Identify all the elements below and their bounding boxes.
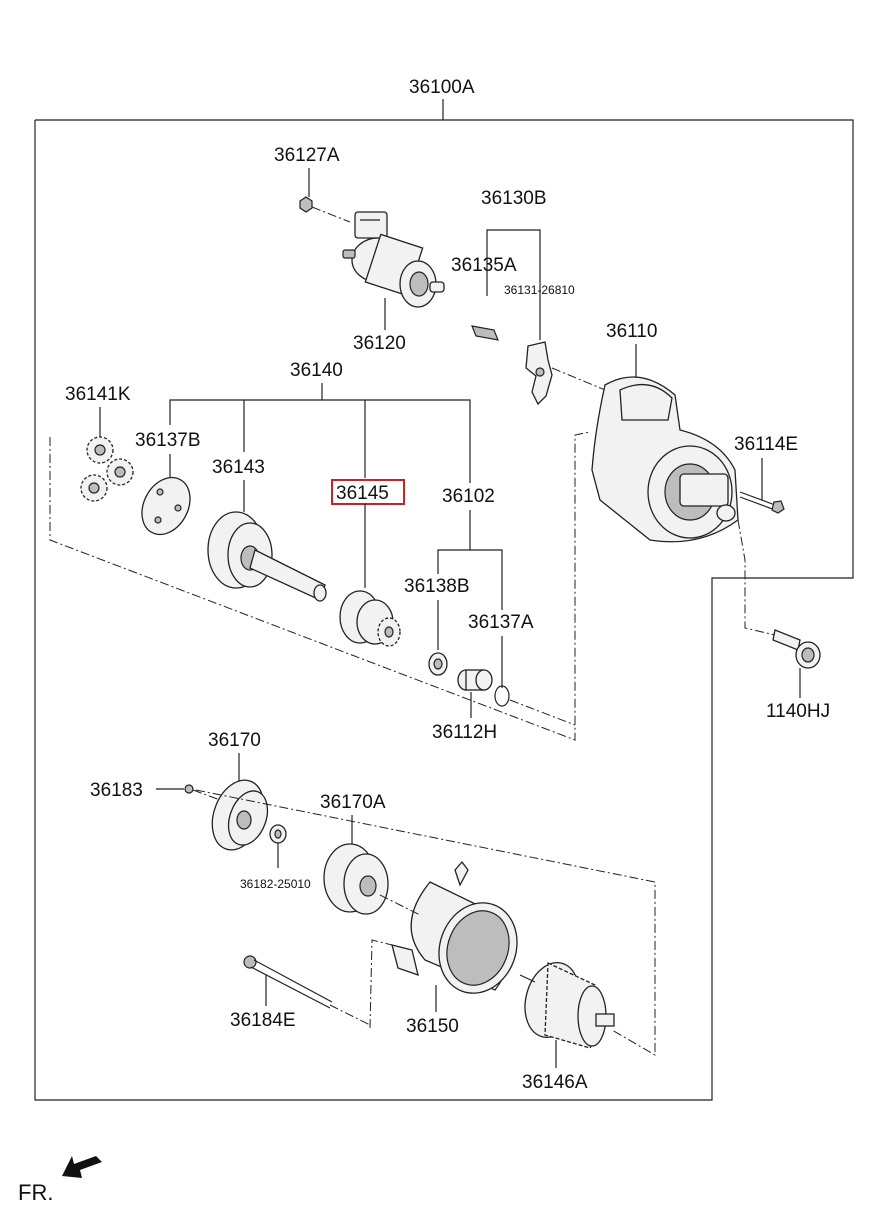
yoke-part xyxy=(391,860,518,994)
small-bolt-part xyxy=(299,196,351,223)
label-36146A[interactable]: 36146A xyxy=(522,1072,588,1093)
label-36114E[interactable]: 36114E xyxy=(734,434,798,455)
label-36170A[interactable]: 36170A xyxy=(320,792,386,813)
highlight-box xyxy=(331,479,405,505)
armature-part xyxy=(519,961,615,1049)
bracket-36140 xyxy=(169,399,471,483)
planetary-gears-part xyxy=(80,436,134,502)
dash-ring xyxy=(509,699,576,726)
mount-bolt-part xyxy=(772,629,821,669)
direction-label: FR. xyxy=(18,1180,53,1205)
dash-frame-drive xyxy=(49,431,591,741)
assembly-frame xyxy=(34,119,854,1101)
snap-ring-part xyxy=(494,685,510,707)
label-36112H[interactable]: 36112H xyxy=(432,722,497,743)
solenoid-part xyxy=(342,211,445,308)
gear-plate-part xyxy=(141,476,191,536)
end-cover-part xyxy=(211,779,269,851)
label-36170[interactable]: 36170 xyxy=(208,730,261,751)
label-36130B[interactable]: 36130B xyxy=(481,188,547,209)
label-36127A[interactable]: 36127A xyxy=(274,145,340,166)
label-36150[interactable]: 36150 xyxy=(406,1016,459,1037)
label-36100A[interactable]: 36100A xyxy=(409,77,475,98)
label-36102[interactable]: 36102 xyxy=(442,486,495,507)
screw-part xyxy=(184,784,221,801)
pinion-part xyxy=(339,590,401,647)
label-36140[interactable]: 36140 xyxy=(290,360,343,381)
dash-bolt-return xyxy=(369,939,393,1029)
lever-key-part xyxy=(471,325,499,341)
label-36143[interactable]: 36143 xyxy=(212,457,265,478)
label-36135A[interactable]: 36135A xyxy=(451,255,517,276)
label-36138B[interactable]: 36138B xyxy=(404,576,470,597)
leader-36130B xyxy=(486,229,541,340)
housing-part xyxy=(591,376,739,543)
stopper-part xyxy=(457,669,493,691)
label-36184E[interactable]: 36184E xyxy=(230,1010,296,1031)
dash-holder xyxy=(379,894,421,916)
label-36183[interactable]: 36183 xyxy=(90,780,143,801)
shift-lever-part xyxy=(525,341,611,406)
label-1140HJ[interactable]: 1140HJ xyxy=(766,701,830,722)
washer-part xyxy=(428,652,448,676)
front-arrow-icon xyxy=(62,1156,102,1178)
clutch-shaft-part xyxy=(207,511,327,602)
label-36137B[interactable]: 36137B xyxy=(135,430,201,451)
label-36137A[interactable]: 36137A xyxy=(468,612,534,633)
label-36131-26810[interactable]: 36131-26810 xyxy=(504,283,575,297)
label-36141K[interactable]: 36141K xyxy=(65,384,131,405)
housing-bolt-part xyxy=(739,491,785,514)
bracket-36102 xyxy=(437,549,503,610)
label-36120[interactable]: 36120 xyxy=(353,333,406,354)
label-36110[interactable]: 36110 xyxy=(606,321,657,342)
through-bolt-part xyxy=(243,955,371,1026)
small-washer-part xyxy=(269,824,287,844)
dash-frame-motor xyxy=(195,789,656,1056)
brush-holder-part xyxy=(323,843,389,915)
label-36145[interactable]: 36145 xyxy=(336,483,389,504)
label-36182-25010[interactable]: 36182-25010 xyxy=(240,877,311,891)
dash-1140HJ xyxy=(737,519,776,636)
